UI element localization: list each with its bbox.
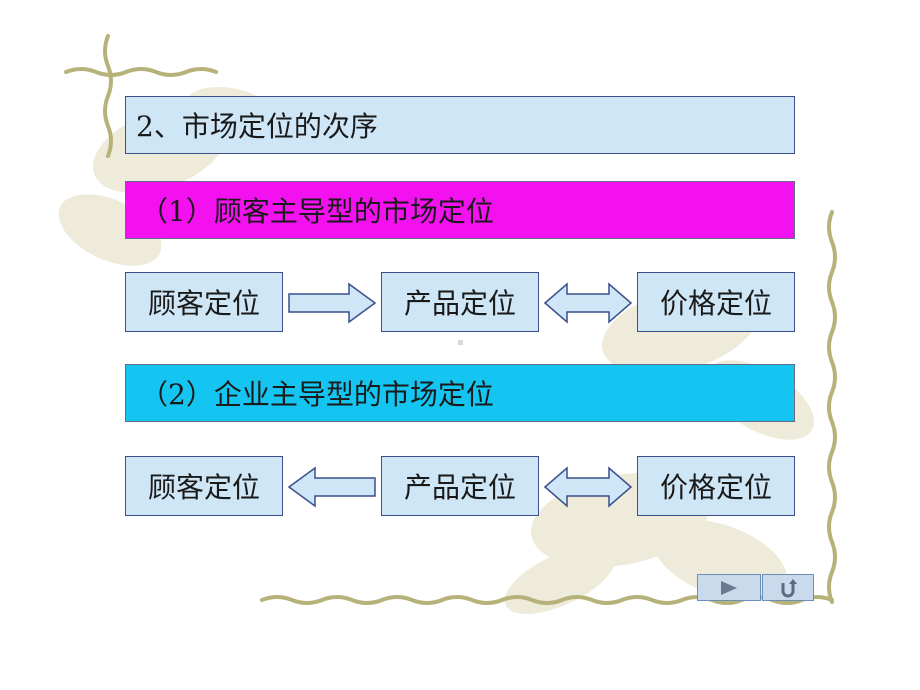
play-icon <box>721 580 737 595</box>
s2-product-box: 产品定位 <box>381 456 539 516</box>
s1-price-box: 价格定位 <box>637 272 795 332</box>
section1-heading: （1）顾客主导型的市场定位 <box>125 181 795 239</box>
return-button[interactable] <box>762 574 814 601</box>
s1-right-arrow <box>288 282 377 324</box>
section2-heading: （2）企业主导型的市场定位 <box>125 364 795 422</box>
s1-double-arrow <box>543 282 633 324</box>
s2-double-arrow <box>543 466 633 508</box>
s2-customer-box: 顾客定位 <box>125 456 283 516</box>
s1-product-box: 产品定位 <box>381 272 539 332</box>
s2-price-box: 价格定位 <box>637 456 795 516</box>
slide-title: 2、市场定位的次序 <box>125 96 795 154</box>
return-icon <box>781 578 797 597</box>
s2-left-arrow <box>287 466 376 508</box>
center-dot <box>458 340 463 345</box>
next-button[interactable] <box>697 574 761 601</box>
s1-customer-box: 顾客定位 <box>125 272 283 332</box>
